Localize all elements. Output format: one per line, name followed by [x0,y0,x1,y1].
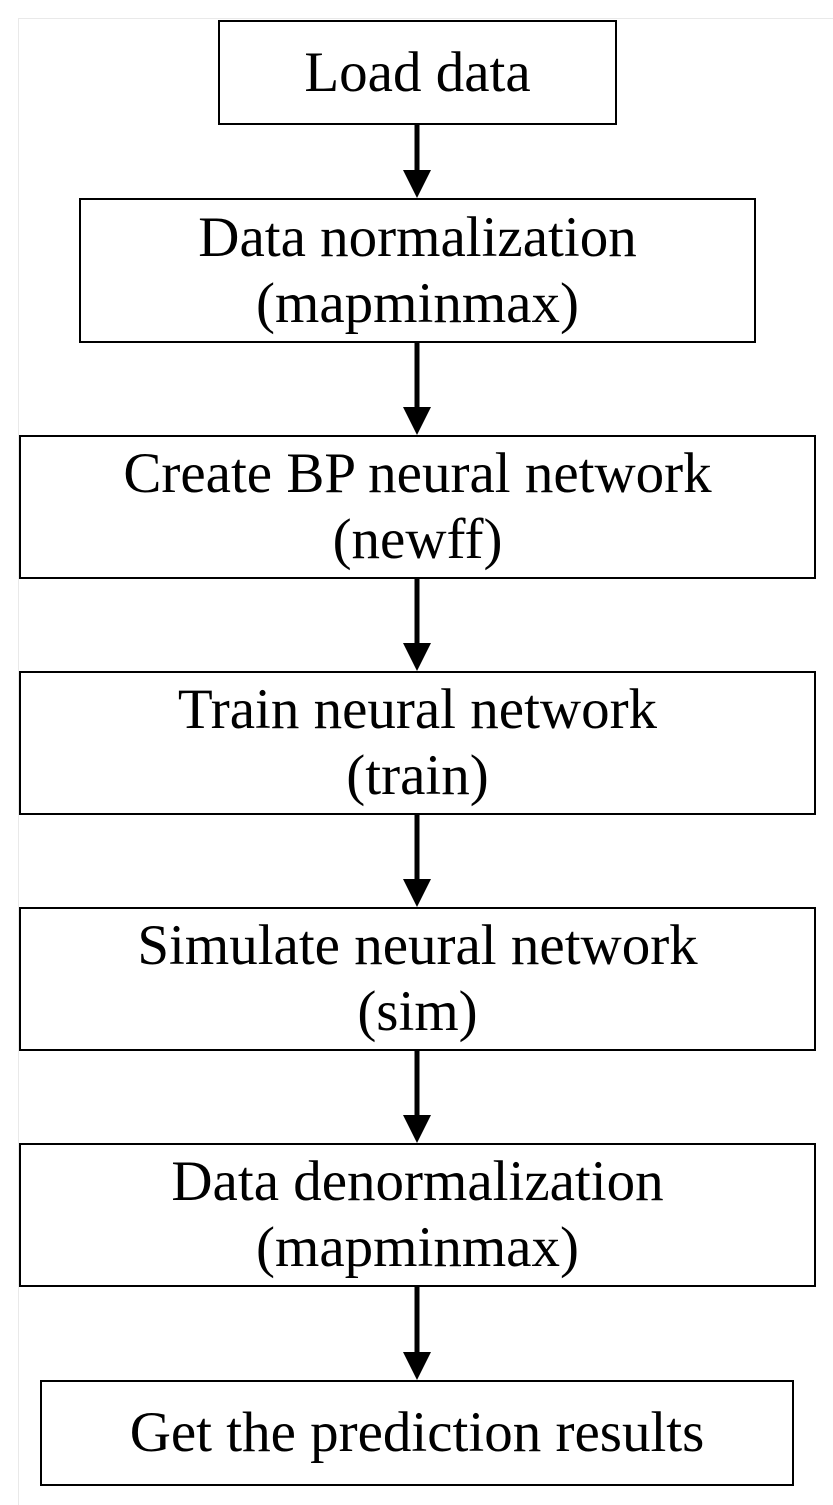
step-2-function: (mapminmax) [256,271,579,335]
step-train-network: Train neural network (train) [19,671,816,815]
arrow-4-to-5 [403,815,431,907]
step-create-network: Create BP neural network (newff) [19,435,816,579]
step-5-label: Simulate neural network [137,914,698,977]
arrow-3-to-4 [403,579,431,671]
step-load-data: Load data [218,20,617,125]
step-5-function: (sim) [357,980,478,1043]
step-3-label: Create BP neural network [123,442,712,505]
arrow-5-to-6 [403,1051,431,1143]
step-4-function: (train) [346,744,489,807]
step-6-function: (mapminmax) [256,1216,579,1279]
arrow-1-to-2 [403,125,431,198]
arrow-6-to-7 [403,1287,431,1380]
step-2-label: Data normalization [198,205,637,269]
step-data-normalization: Data normalization (mapminmax) [79,198,756,343]
step-3-function: (newff) [332,508,503,571]
step-get-prediction-results: Get the prediction results [40,1380,794,1486]
step-data-denormalization: Data denormalization (mapminmax) [19,1143,816,1287]
step-6-label: Data denormalization [171,1150,664,1213]
arrow-2-to-3 [403,343,431,435]
step-simulate-network: Simulate neural network (sim) [19,907,816,1051]
frame-left-border [18,18,19,1505]
step-1-label: Load data [304,40,531,104]
step-4-label: Train neural network [177,678,658,741]
step-7-label: Get the prediction results [129,1401,705,1464]
frame-top-border [18,18,833,19]
